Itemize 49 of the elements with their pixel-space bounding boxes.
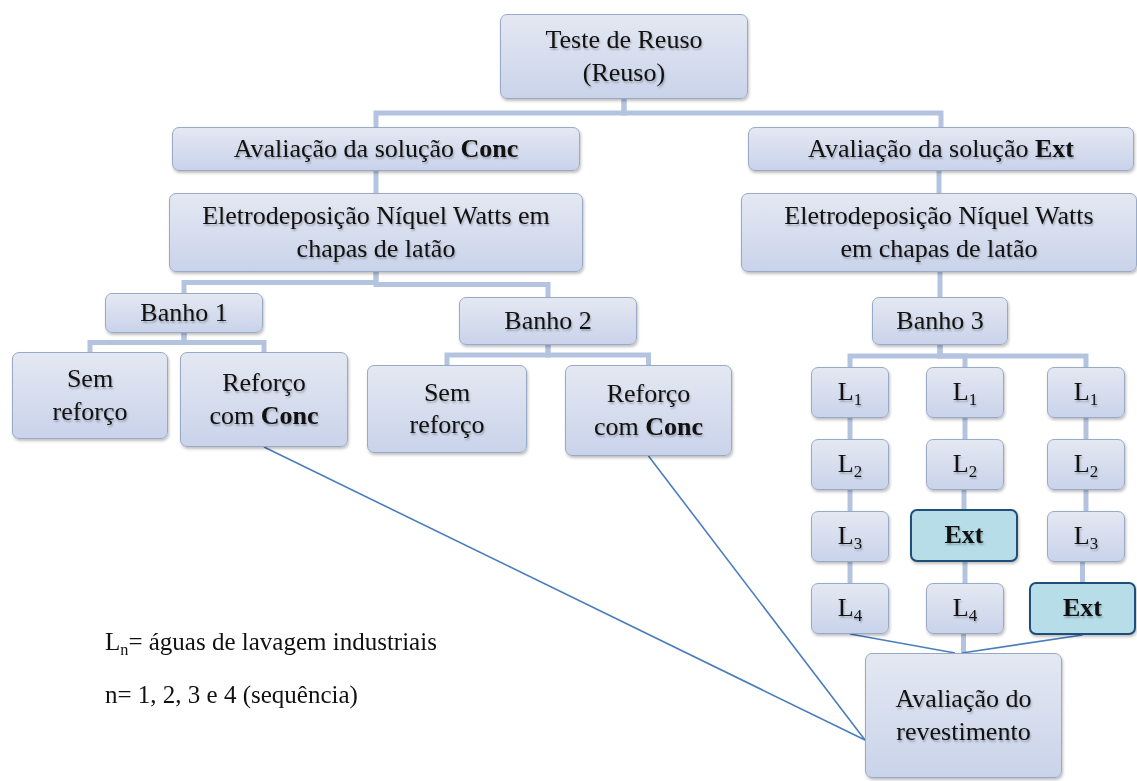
process-box: Eletrodeposição Níquel Watts em chapas de latão xyxy=(169,193,583,272)
process-box: Eletrodeposição Níquel Watts em chapas de latão xyxy=(741,193,1137,272)
tree-connector xyxy=(545,345,651,365)
process-box: Banho 1 xyxy=(105,293,263,333)
tree-connector xyxy=(1083,418,1089,439)
tree-connector xyxy=(847,490,853,511)
process-box: L$_{3}$ xyxy=(1047,511,1125,562)
highlighted-box: Ext xyxy=(1029,582,1136,635)
tree-connector xyxy=(962,418,968,439)
process-box: L$_{2}$ xyxy=(811,439,889,490)
process-box: Avaliação do revestimento xyxy=(865,653,1062,778)
tree-connector xyxy=(1080,562,1085,582)
tree-connector xyxy=(847,418,853,439)
tree-connector xyxy=(937,272,943,297)
process-box: Avaliação da solução Conc xyxy=(172,127,580,171)
connector-line xyxy=(647,455,866,741)
note-text: n= 1, 2, 3 e 4 (sequência) xyxy=(105,681,358,709)
tree-connector xyxy=(373,272,551,297)
process-box: Sem reforço xyxy=(12,352,168,439)
connector-line xyxy=(849,633,956,654)
process-box: Banho 2 xyxy=(459,297,637,345)
tree-connector xyxy=(962,562,968,583)
tree-connector xyxy=(373,171,379,193)
process-box: Avaliação da solução Ext xyxy=(748,127,1134,171)
highlighted-box: Ext xyxy=(910,509,1018,562)
process-box: L$_{4}$ xyxy=(811,583,889,634)
process-box: Teste de Reuso (Reuso) xyxy=(500,14,748,99)
note-text: L$_{n}$= águas de lavagem industriais xyxy=(105,628,437,656)
tree-connector xyxy=(847,562,853,583)
tree-connector xyxy=(936,171,942,193)
process-box: L$_{1}$ xyxy=(1047,367,1125,418)
tree-connector xyxy=(1083,490,1089,511)
connector-line xyxy=(961,634,1084,654)
process-box: L$_{1}$ xyxy=(811,367,889,418)
process-box: Reforço com Conc xyxy=(180,352,348,447)
connector-line xyxy=(263,446,866,741)
tree-connector xyxy=(961,490,967,509)
process-box: L$_{1}$ xyxy=(926,367,1004,418)
tree-connector xyxy=(961,634,966,653)
process-box: L$_{3}$ xyxy=(811,511,889,562)
process-box: Reforço com Conc xyxy=(565,365,732,456)
tree-connector xyxy=(181,333,267,352)
process-box: L$_{2}$ xyxy=(926,439,1004,490)
process-box: L$_{2}$ xyxy=(1047,439,1125,490)
process-box: L$_{4}$ xyxy=(926,583,1004,634)
process-box: Sem reforço xyxy=(367,365,527,453)
tree-connector xyxy=(621,99,944,127)
process-box: Banho 3 xyxy=(872,297,1008,345)
tree-connector xyxy=(937,345,1089,367)
